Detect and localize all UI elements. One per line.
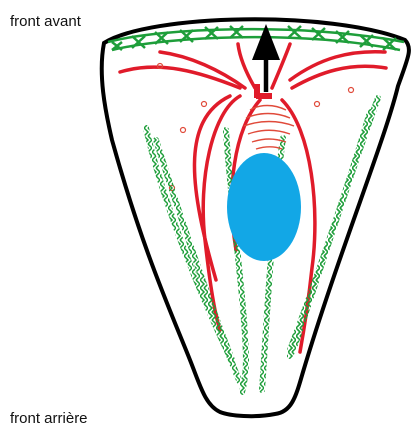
nucleus <box>227 153 301 261</box>
centrosome <box>254 84 272 99</box>
